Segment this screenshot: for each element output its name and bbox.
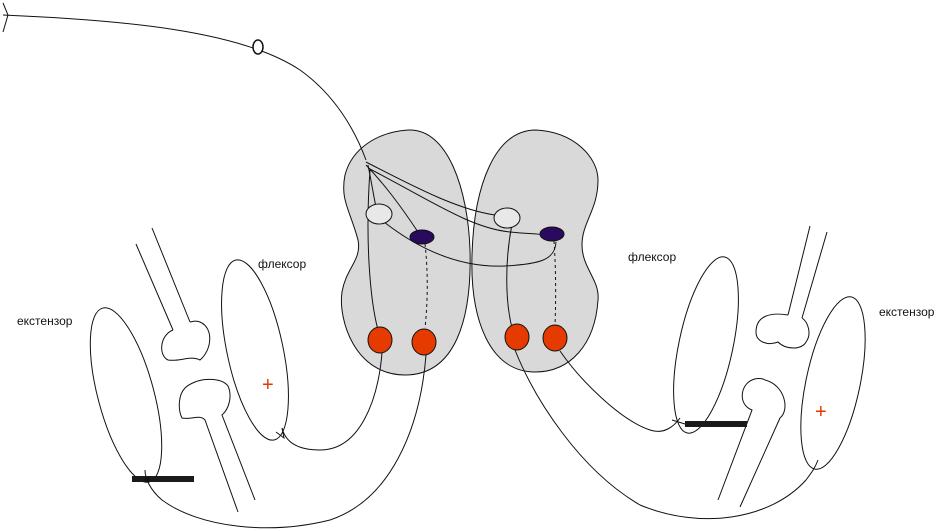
right-knee-lower [718,379,785,508]
right-excitatory-interneuron [494,208,520,228]
right-inhibitory-interneuron [540,227,564,241]
left-motor-neuron-flexor [368,327,392,353]
right-knee-upper [756,314,809,348]
left-flexor-label: флексор [258,257,306,271]
left-excitatory-interneuron [366,204,392,224]
right-flexor-motor-axon [560,351,680,431]
right-motor-neuron-flexor [543,325,567,351]
left-motor-neuron-extensor [412,329,436,355]
afferent-fiber [3,15,366,160]
left-inhibitory-interneuron [410,230,434,244]
left-flexor-motor-axon [282,353,382,450]
spinal-ganglion-cell [253,40,263,54]
right-flexor-muscle [661,251,751,438]
right-upper-bone [788,226,827,318]
left-extensor-label: екстензор [17,314,73,328]
left-upper-bone [136,228,190,330]
left-extensor-muscle [76,301,177,489]
left-knee-lower [179,379,255,512]
left-knee-upper [162,321,210,360]
skin-receptor-ending [3,3,8,32]
left-extensor-synapse [145,478,150,483]
right-extensor-muscle [788,291,877,474]
spinal-cord-right-half [472,130,598,372]
right-extensor-label: екстензор [879,305,935,319]
left-extensor-inhibition-bar [132,476,194,482]
right-flexor-label: флексор [628,250,676,264]
right-extensor-excitation-sign: + [815,401,827,423]
left-flexor-excitation-sign: + [262,374,274,396]
right-flexor-inhibition-bar [685,421,747,427]
left-extensor-motor-axon [145,355,426,528]
right-motor-neuron-extensor [505,324,529,350]
spinal-cord-left-half [341,130,470,375]
